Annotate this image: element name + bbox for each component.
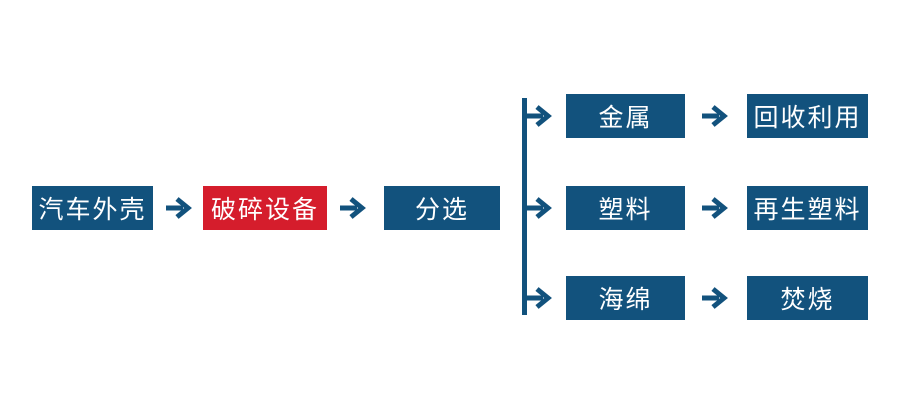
arrow-right-icon xyxy=(340,197,366,219)
node-crushing-equipment: 破碎设备 xyxy=(203,186,327,230)
node-car-shell: 汽车外壳 xyxy=(32,186,153,230)
arrow-right-icon xyxy=(702,105,728,127)
node-plastic: 塑料 xyxy=(566,186,685,230)
arrow-right-icon xyxy=(526,197,552,219)
arrow-right-icon xyxy=(702,197,728,219)
arrow-right-icon xyxy=(702,287,728,309)
node-incineration: 焚烧 xyxy=(747,276,868,320)
node-recycled-plastic: 再生塑料 xyxy=(747,186,868,230)
arrow-right-icon xyxy=(526,105,552,127)
node-recycling: 回收利用 xyxy=(747,94,868,138)
branch-connector-line xyxy=(522,98,527,315)
node-sponge: 海绵 xyxy=(566,276,685,320)
node-sorting: 分选 xyxy=(384,186,500,230)
arrow-right-icon xyxy=(526,287,552,309)
node-metal: 金属 xyxy=(566,94,685,138)
arrow-right-icon xyxy=(166,197,192,219)
